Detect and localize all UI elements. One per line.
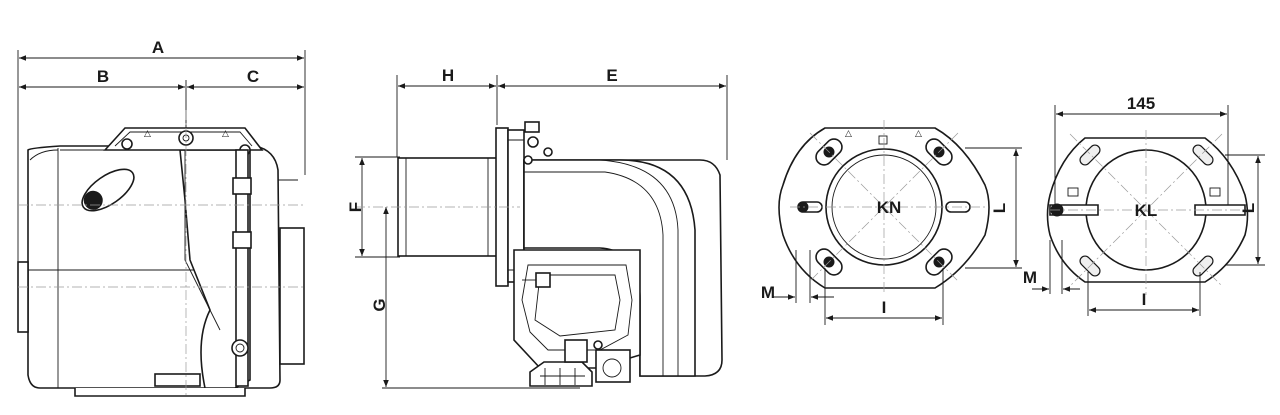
dimension-label-I-kn: I xyxy=(882,298,887,317)
dimension-label-F: F xyxy=(346,202,365,212)
dimension-label-B: B xyxy=(97,67,109,86)
warning-triangle-icon: △ xyxy=(144,129,151,139)
dimension-label-I-kl: I xyxy=(1142,290,1147,309)
flange-view-kl xyxy=(1032,105,1265,316)
dimension-label-L-kn: L xyxy=(990,203,1009,213)
dimension-label-H: H xyxy=(442,66,454,85)
dimension-label-C: C xyxy=(247,67,259,86)
flange-label-KN: KN xyxy=(877,198,902,217)
dimension-label-145: 145 xyxy=(1127,94,1155,113)
warning-triangle-icon: △ xyxy=(845,129,852,139)
side-view-burner: △ △ xyxy=(17,50,306,397)
dimension-label-A: A xyxy=(152,38,164,57)
flange-view-kn: △ △ xyxy=(772,120,1022,325)
warning-triangle-icon: △ xyxy=(915,129,922,139)
warning-triangle-icon: △ xyxy=(222,129,229,139)
dimension-label-M-kl: M xyxy=(1023,268,1037,287)
side-view-blast-tube xyxy=(355,75,728,389)
dimension-label-L-kl: L xyxy=(1239,203,1258,213)
flange-label-KL: KL xyxy=(1135,201,1158,220)
dimension-label-M-kn: M xyxy=(761,283,775,302)
dimension-label-E: E xyxy=(606,66,617,85)
dimension-label-G: G xyxy=(370,298,389,311)
